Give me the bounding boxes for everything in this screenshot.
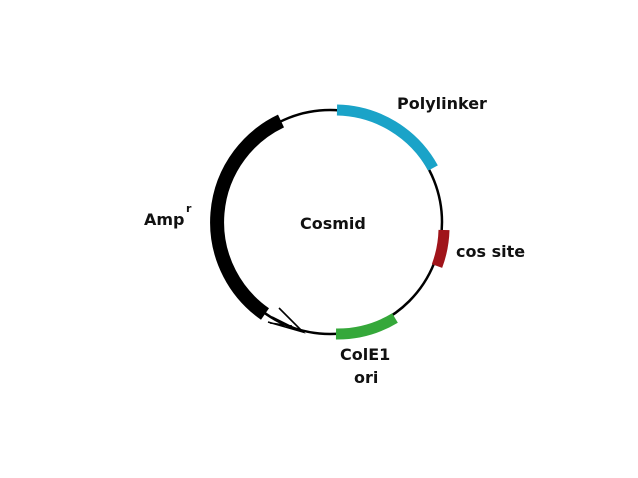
cole1-label: ColE1 — [340, 345, 390, 364]
amp-label: Amp — [144, 210, 185, 229]
cole1-ori-segment — [335, 313, 398, 340]
amp-arrowhead — [267, 307, 306, 334]
cos-site-label: cos site — [456, 242, 525, 261]
polylinker-label: Polylinker — [397, 94, 487, 113]
amp-resistance-gene — [210, 114, 285, 320]
amp-superscript-label: r — [186, 202, 192, 215]
ori-label: ori — [354, 368, 378, 387]
polylinker-segment — [336, 104, 438, 171]
cosmid-center-label: Cosmid — [300, 214, 366, 233]
cos-site-segment — [431, 229, 450, 268]
